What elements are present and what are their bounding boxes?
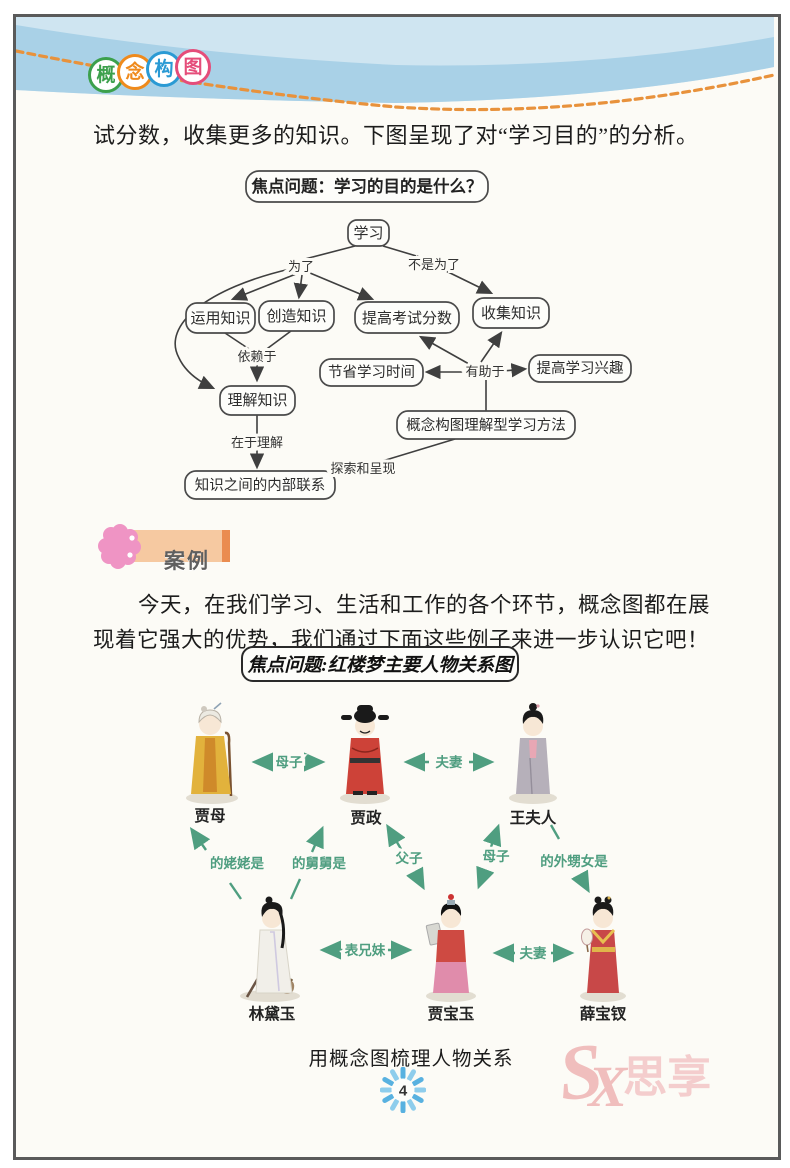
focus-question-box-1: 焦点问题：学习的目的是什么？ bbox=[245, 170, 489, 203]
diagram1-edges bbox=[174, 245, 528, 476]
rel-grandma: 的姥姥是 bbox=[210, 855, 264, 871]
intro-text: 试分数，收集更多的知识。下图呈现了对“学习目的”的分析。 bbox=[93, 123, 699, 148]
label-wangfuren: 王夫人 bbox=[510, 808, 557, 827]
edge-label-helps: 有助于 bbox=[465, 364, 504, 379]
svg-text:理解知识: 理解知识 bbox=[227, 392, 287, 409]
edge-label-depends-on: 依赖于 bbox=[237, 349, 276, 364]
figure-lindaiyu bbox=[240, 896, 300, 1002]
focus-question-1-text: 焦点问题：学习的目的是什么？ bbox=[251, 176, 483, 196]
case-badge-label: 案例 bbox=[164, 549, 210, 573]
svg-text:概念构图理解型学习方法: 概念构图理解型学习方法 bbox=[406, 416, 566, 434]
case-badge-stripe bbox=[222, 530, 230, 562]
flower-center bbox=[391, 1078, 415, 1102]
flower-dot-1 bbox=[129, 535, 135, 541]
flower-dot-2 bbox=[127, 552, 133, 558]
figure-wangfuren bbox=[509, 703, 557, 804]
svg-text:创造知识: 创造知识 bbox=[266, 308, 326, 325]
page-number-flower: 4 bbox=[380, 1067, 426, 1113]
node-create-knowledge: 创造知识 bbox=[258, 300, 335, 332]
svg-text:提高学习兴趣: 提高学习兴趣 bbox=[537, 360, 624, 377]
watermark-cn: 思享 bbox=[623, 1053, 712, 1102]
edge-label-lies-in: 在于理解 bbox=[231, 435, 283, 450]
focus-question-box-2: 焦点问题:红楼梦主要人物关系图 bbox=[241, 646, 519, 682]
label-jiazheng: 贾政 bbox=[350, 809, 382, 827]
node-understand-knowledge: 理解知识 bbox=[219, 385, 296, 416]
rel-mother-son-top: 母子 bbox=[276, 755, 303, 770]
figure-jiamu bbox=[186, 702, 238, 804]
node-raise-interest: 提高学习兴趣 bbox=[528, 354, 632, 383]
case-badge-graphic bbox=[98, 524, 230, 569]
watermark: SX思享 bbox=[555, 1026, 712, 1119]
edge-label-explore: 探索和呈现 bbox=[330, 461, 395, 476]
svg-text:运用知识: 运用知识 bbox=[190, 310, 250, 327]
node-collect-knowledge: 收集知识 bbox=[472, 297, 550, 329]
figure-caption: 用概念图梳理人物关系 bbox=[308, 1049, 514, 1070]
svg-text:提高考试分数: 提高考试分数 bbox=[362, 310, 452, 327]
svg-text:节省学习时间: 节省学习时间 bbox=[328, 364, 415, 381]
edge-label-for: 为了 bbox=[288, 259, 314, 274]
rel-niece: 的外甥女是 bbox=[540, 853, 608, 869]
rel-father-son: 父子 bbox=[395, 851, 423, 866]
edge-label-not-for: 不是为了 bbox=[408, 257, 460, 272]
diagram2-arrows bbox=[189, 752, 590, 963]
figure-jiabaoyu bbox=[425, 894, 476, 1002]
rel-uncle: 的舅舅是 bbox=[292, 855, 346, 871]
label-lindaiyu: 林黛玉 bbox=[249, 1004, 296, 1023]
figure-jiazheng bbox=[340, 705, 390, 804]
svg-text:学习: 学习 bbox=[353, 225, 383, 242]
rel-couple-top: 夫妻 bbox=[436, 754, 463, 770]
case-badge-flower bbox=[98, 524, 141, 569]
node-learn: 学习 bbox=[347, 219, 390, 247]
rel-couple-bottom: 夫妻 bbox=[520, 945, 548, 961]
node-internal-links: 知识之间的内部联系 bbox=[184, 470, 336, 500]
concept-map-learning-purpose: 焦点问题：学习的目的是什么？ 学习 运用知识 创造知识 提高考试分数 收集 bbox=[174, 170, 632, 500]
logo-char-tu: 图 bbox=[175, 49, 211, 85]
svg-text:收集知识: 收集知识 bbox=[481, 305, 541, 322]
label-jiabaoyu: 贾宝玉 bbox=[428, 1004, 475, 1023]
node-raise-exam-scores: 提高考试分数 bbox=[354, 301, 460, 334]
svg-text:知识之间的内部联系: 知识之间的内部联系 bbox=[195, 477, 326, 494]
relationship-map-honglou: 贾母 贾政 王夫人 林黛玉 贾宝玉 薛宝钗 母子 夫妻 的姥姥是 的舅舅是 父子… bbox=[186, 702, 627, 1023]
case-badge-rect bbox=[133, 530, 230, 562]
watermark-s: S bbox=[554, 1025, 607, 1118]
node-concept-map-method: 概念构图理解型学习方法 bbox=[396, 410, 576, 440]
watermark-x: X bbox=[588, 1054, 628, 1119]
label-xuebaochai: 薛宝钗 bbox=[580, 1004, 627, 1023]
page-number: 4 bbox=[399, 1083, 408, 1100]
label-jiamu: 贾母 bbox=[194, 807, 225, 825]
flower-petals bbox=[380, 1067, 426, 1113]
rel-mother-son-mid: 母子 bbox=[483, 849, 510, 864]
page-area: 概 念 构 图 试分数，收集更多的知识。下图呈现了对“学习目的”的分析。 bbox=[13, 14, 781, 1160]
case-paragraph-line1: 今天，在我们学习、生活和工作的各个环节，概念图都在展 bbox=[138, 593, 711, 617]
figure-xuebaochai bbox=[580, 896, 626, 1002]
node-save-study-time: 节省学习时间 bbox=[319, 358, 424, 387]
rel-cousins: 表兄妹 bbox=[345, 942, 386, 958]
node-apply-knowledge: 运用知识 bbox=[185, 302, 256, 334]
